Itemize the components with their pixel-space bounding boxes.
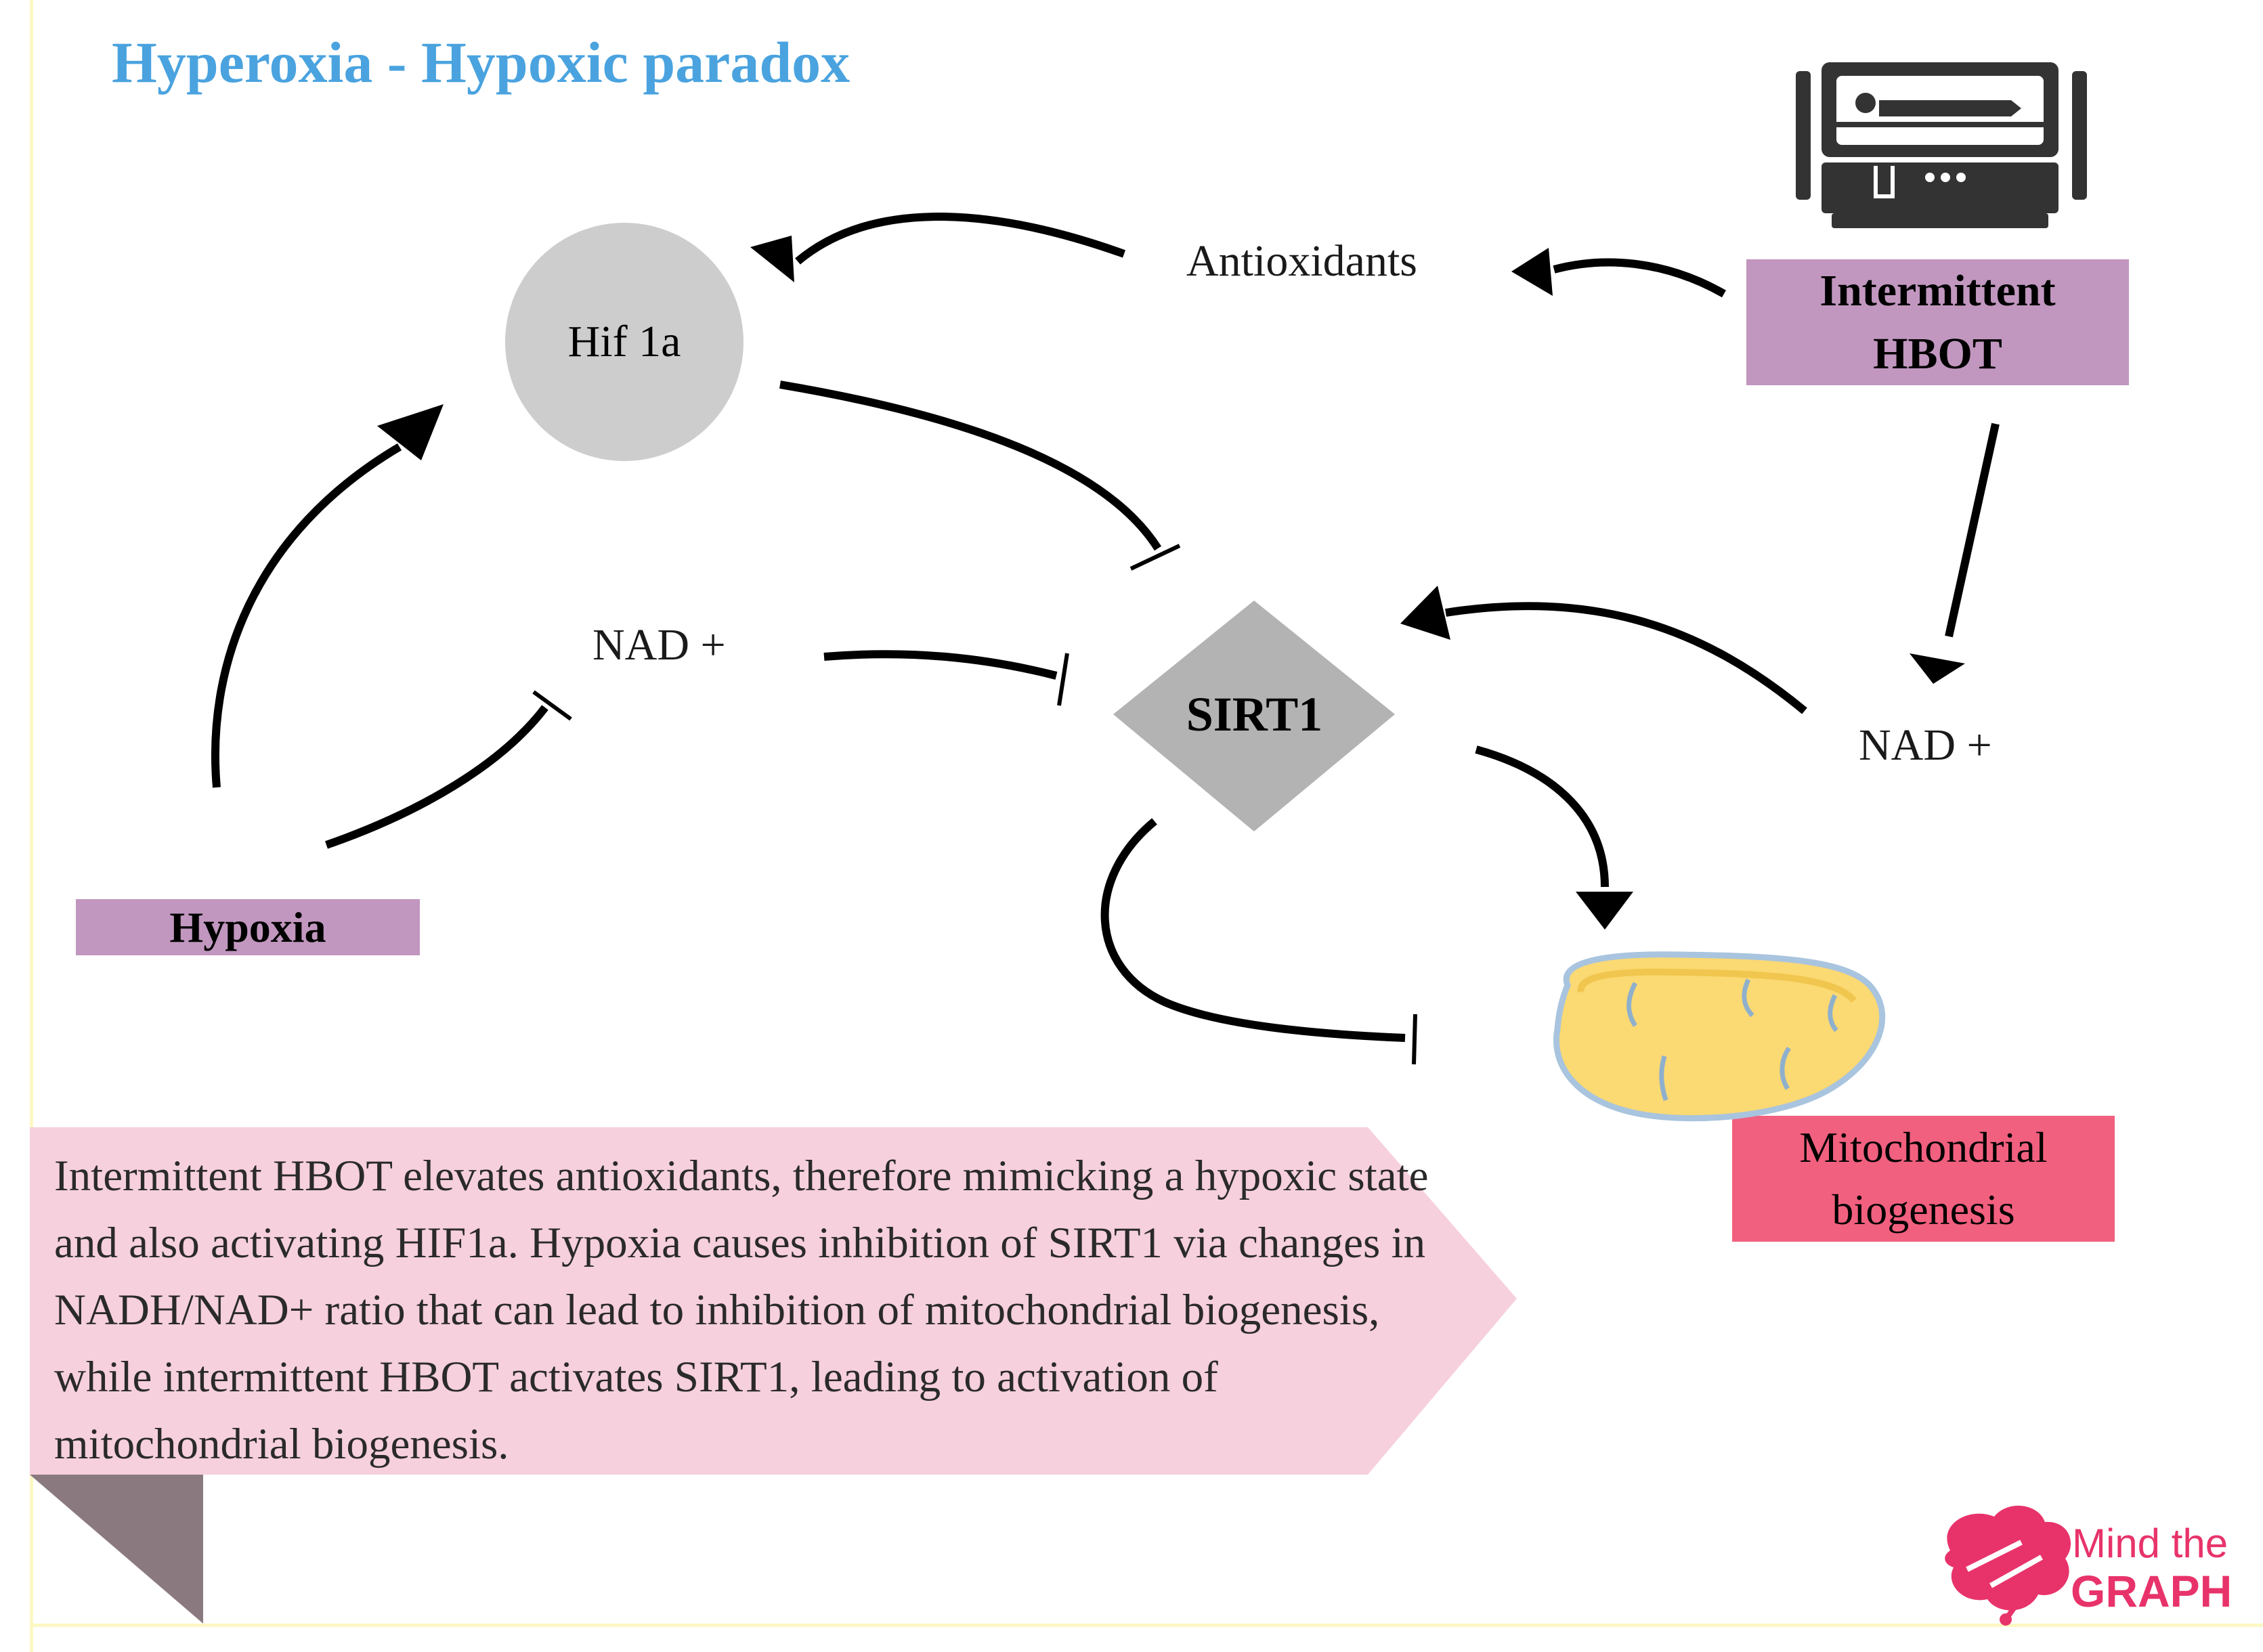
- sirt1-label: SIRT1: [1186, 687, 1323, 741]
- hif1a-label: Hif 1a: [567, 317, 681, 366]
- mito-box: [1732, 1116, 2115, 1242]
- mito-label: Mitochondrial biogenesis: [1799, 1123, 2048, 1234]
- hbot-box: [1746, 259, 2129, 385]
- antioxidants-label: Antioxidants: [1186, 236, 1417, 286]
- hbot-label: Intermittent HBOT: [1819, 266, 2056, 378]
- arrow-hbot-to-nad: [1945, 422, 2000, 638]
- inhibit-bar-nad-to-sirt1: [1057, 653, 1069, 706]
- arrowhead-hbot-to-antioxidants: [1511, 248, 1553, 296]
- inhibit-sirt1-to-mito: [1100, 818, 1406, 1042]
- mitochondrion-icon: [1553, 951, 1886, 1122]
- arrowhead-sirt1-to-mito: [1576, 892, 1633, 930]
- page-edge-bottom: [30, 1624, 2263, 1627]
- hif1a-node: [505, 223, 743, 461]
- description-text: Intermittent HBOT elevates antioxidants,…: [54, 1152, 1429, 1469]
- inhibit-bar-sirt1-to-mito: [1412, 1014, 1417, 1065]
- hyperbaric-chamber-icon: [1796, 62, 2087, 228]
- description-banner: [30, 1127, 1517, 1475]
- arrowhead-nad-to-sirt1: [1400, 586, 1450, 640]
- page-edge-left: [30, 0, 33, 1652]
- arrow-antioxidants-to-hif: [795, 213, 1126, 265]
- inhibit-bar-hif-to-sirt1: [1129, 544, 1181, 571]
- arrowhead-hbot-to-nad: [1910, 653, 1965, 684]
- nad-left-label: NAD +: [592, 620, 726, 670]
- brand-line-2: GRAPH: [2071, 1566, 2233, 1616]
- hypoxia-box: [76, 899, 420, 955]
- inhibit-nad-to-sirt1: [823, 650, 1058, 680]
- hypoxia-label: Hypoxia: [169, 903, 326, 951]
- sirt1-node: [1113, 601, 1395, 831]
- nad-right-label: NAD +: [1859, 720, 1992, 770]
- arrowhead-hypoxia-to-hif: [377, 404, 444, 460]
- arrowhead-antioxidants-to-hif: [750, 236, 794, 282]
- arrow-nad-to-sirt1: [1445, 602, 1807, 714]
- brand-line-1: Mind the: [2072, 1521, 2228, 1566]
- inhibit-hif-to-sirt1: [779, 381, 1162, 551]
- inhibit-hypoxia-to-nad: [325, 705, 548, 849]
- page-title: Hyperoxia - Hypoxic paradox: [112, 30, 850, 95]
- brain-logo-icon: [1945, 1505, 2071, 1626]
- arrow-hypoxia-to-hif: [211, 443, 402, 788]
- folded-corner: [30, 1475, 203, 1624]
- inhibit-bar-hypoxia-to-nad: [532, 690, 572, 721]
- arrow-sirt1-to-mito: [1475, 745, 1609, 888]
- arrow-hbot-to-antioxidants: [1553, 258, 1726, 298]
